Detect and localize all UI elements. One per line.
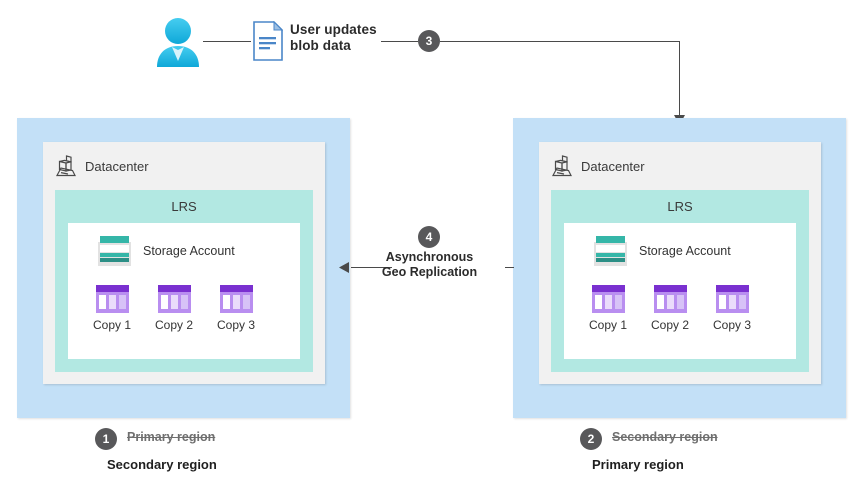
step-badge-3: 3	[418, 30, 440, 52]
copy-label: Copy 1	[92, 318, 132, 332]
replication-line2: Geo Replication	[381, 265, 478, 279]
replication-label: Asynchronous Geo Replication	[372, 250, 487, 280]
datacenter-box: Datacenter LRS	[539, 142, 821, 384]
caption-current-label: Primary region	[592, 457, 684, 472]
copy-label: Copy 2	[650, 318, 690, 332]
copy-icon	[219, 285, 253, 313]
copy-icon	[157, 285, 191, 313]
caption-current-label: Secondary region	[107, 457, 217, 472]
storage-account-row: Storage Account	[594, 236, 731, 266]
copy-icon	[591, 285, 625, 313]
copy-item: Copy 2	[154, 285, 194, 332]
copy-item: Copy 3	[216, 285, 256, 332]
caption-badge-2: 2	[580, 428, 602, 450]
connector-label-to-step3	[381, 41, 418, 42]
user-updates-line2: blob data	[290, 38, 351, 53]
copy-item: Copy 2	[650, 285, 690, 332]
connector-step3-vertical	[679, 41, 680, 120]
copies-group: Copy 1	[588, 285, 752, 332]
storage-account-label: Storage Account	[639, 244, 731, 258]
datacenter-label: Datacenter	[581, 158, 645, 174]
copy-label: Copy 2	[154, 318, 194, 332]
copy-item: Copy 1	[92, 285, 132, 332]
user-updates-line1: User updates	[290, 22, 377, 37]
left-region: Datacenter LRS	[17, 118, 350, 418]
storage-account-icon	[98, 236, 131, 266]
datacenter-icon	[55, 154, 77, 178]
storage-account-icon	[594, 236, 627, 266]
copy-item: Copy 3	[712, 285, 752, 332]
lrs-label: LRS	[171, 199, 197, 214]
connector-step3-horizontal	[440, 41, 680, 42]
copy-icon	[95, 285, 129, 313]
caption-badge-1: 1	[95, 428, 117, 450]
lrs-inner-panel: Storage Account	[68, 223, 300, 359]
connector-replication-right-stub	[505, 267, 514, 268]
left-region-caption: 1 Primary region Secondary region	[95, 428, 335, 472]
right-region: Datacenter LRS	[513, 118, 846, 418]
user-updates-label: User updates blob data	[290, 22, 400, 54]
copy-label: Copy 1	[588, 318, 628, 332]
connector-user-to-doc	[203, 41, 251, 42]
user-icon	[152, 16, 204, 72]
datacenter-icon	[551, 154, 573, 178]
datacenter-box: Datacenter LRS	[43, 142, 325, 384]
replication-line1: Asynchronous	[385, 250, 474, 264]
copy-label: Copy 3	[216, 318, 256, 332]
storage-account-row: Storage Account	[98, 236, 235, 266]
step-badge-4: 4	[418, 226, 440, 248]
arrowhead-left-icon	[339, 262, 349, 273]
datacenter-header: Datacenter	[55, 154, 149, 178]
datacenter-header: Datacenter	[551, 154, 645, 178]
copy-label: Copy 3	[712, 318, 752, 332]
copy-icon	[653, 285, 687, 313]
storage-account-label: Storage Account	[143, 244, 235, 258]
lrs-box: LRS Storage Account	[551, 190, 809, 372]
lrs-box: LRS Storage Account	[55, 190, 313, 372]
caption-struck-label: Primary region	[127, 430, 216, 444]
connector-replication-left	[351, 267, 392, 268]
document-icon	[253, 20, 284, 61]
copy-item: Copy 1	[588, 285, 628, 332]
caption-struck-label: Secondary region	[612, 430, 718, 444]
copy-icon	[715, 285, 749, 313]
lrs-inner-panel: Storage Account	[564, 223, 796, 359]
right-region-caption: 2 Secondary region Primary region	[580, 428, 820, 472]
datacenter-label: Datacenter	[85, 158, 149, 174]
lrs-label: LRS	[667, 199, 693, 214]
copies-group: Copy 1	[92, 285, 256, 332]
